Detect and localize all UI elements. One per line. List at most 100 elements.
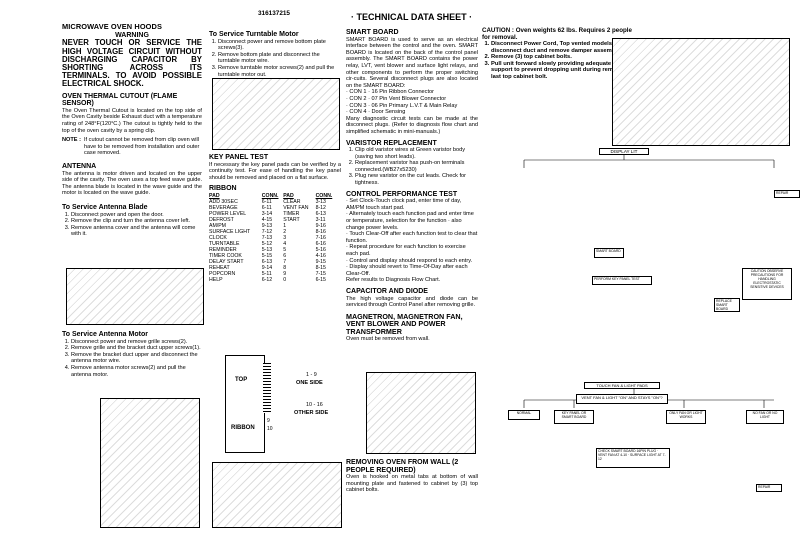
blade-step: Disconnect power and open the door. (71, 212, 202, 219)
table-row: TURNTABLE 5-12 4 6-16 (209, 241, 337, 247)
section-title-hoods: MICROWAVE OVEN HOODS (62, 22, 163, 31)
column-2: To Service Turntable Motor Disconnect po… (209, 27, 341, 78)
flow-perform-key: PERFORM KEY PANEL TEST (592, 276, 652, 285)
flow-repair: REPAIR (774, 190, 800, 198)
table-cell: 1 (283, 222, 287, 229)
column-1-lower: To Service Antenna Motor Disconnect powe… (62, 327, 202, 378)
varistor-steps: Clip old varistor wires at Green varisto… (346, 147, 478, 187)
table-cell: 9-14 (261, 264, 273, 271)
flow-replace-smart: REPLACE SMART BOARD (714, 298, 740, 312)
other-side-label: OTHER SIDE (294, 410, 329, 416)
ribbon-label: RIBBON (231, 425, 255, 431)
column-2-keypad: KEY PANEL TEST If necessary the key pane… (209, 150, 341, 283)
keypad-text: If necessary the key panel pads can be v… (209, 161, 341, 181)
turntable-motor-illustration (212, 78, 340, 150)
table-cell: POWER LEVEL (209, 210, 247, 217)
antenna-blade-illustration (66, 268, 204, 325)
table-cell: 6-13 (261, 258, 273, 265)
table-cell: 5-15 (261, 252, 273, 259)
varistor-step: Replacement varistor has push-on termina… (355, 160, 478, 173)
page-title: · TECHNICAL DATA SHEET · (351, 12, 473, 22)
keypad-title: KEY PANEL TEST (209, 154, 269, 161)
varistor-step: Plug new varistor on the cut leads. Chec… (355, 173, 478, 186)
table-cell: 4 (283, 240, 287, 247)
caution-text: Oven weights 62 lbs. Requires 2 people f… (482, 27, 632, 41)
ribbon-connector-diagram: TOP RIBBON 9 10 (225, 355, 295, 453)
ribbon-title: RIBBON (209, 185, 237, 193)
table-header-row: PAD CONN. PAD CONN. (209, 193, 337, 199)
col-header: CONN. (261, 192, 279, 199)
flow-no-fan: NO FAN OR NO LIGHT (746, 410, 784, 424)
smart-title: SMART BOARD (346, 29, 399, 36)
note-label: NOTE : (62, 137, 81, 144)
table-cell: 7-12 (261, 228, 273, 235)
antenna-title: ANTENNA (62, 162, 97, 170)
table-cell: HELP (209, 276, 223, 283)
pin-ten-label: 10 (267, 426, 273, 432)
table-cell: 6-16 (315, 240, 326, 247)
varistor-title: VARISTOR REPLACEMENT (346, 139, 437, 147)
motor-step: Remove antenna motor screws(2) and pull … (71, 365, 202, 378)
control-list: · Set Clock-Touch clock pad, enter time … (346, 198, 478, 284)
note-text: If cutout cannot be removed from clip ov… (84, 137, 200, 157)
ribbon-outline (225, 355, 265, 453)
control-item: · Set Clock-Touch clock pad, enter time … (346, 198, 462, 211)
table-cell: CLEAR (283, 198, 301, 205)
table-cell: 5-12 (261, 240, 273, 247)
smart-text: SMART BOARD is used to serve as an elect… (346, 36, 478, 89)
table-cell: 6-12 (261, 276, 273, 283)
table-cell: TURNTABLE (209, 240, 240, 247)
col-header: CONN. (315, 192, 333, 199)
table-cell: VENT FAN (283, 204, 309, 211)
table-cell: 7-15 (315, 270, 326, 277)
ribbon-top-label: TOP (235, 377, 248, 383)
connector-item: · CON 2 · 07 Pin Vent Blower Connector (346, 95, 447, 102)
cutout-title: OVEN THERMAL CUTOUT (FLAME SENSOR) (62, 92, 178, 108)
table-cell: 9-15 (315, 258, 326, 265)
col-header: PAD (209, 192, 220, 199)
smart-text-2: Many diagnostic circuit tests can be mad… (346, 115, 478, 135)
table-cell: 5 (283, 246, 287, 253)
capacitor-text: The high voltage capacitor and diode can… (346, 295, 478, 309)
diagnosis-flow-chart: DISPLAY LIT CAUTION OBSERVE PRECAUTIONS … (484, 148, 804, 536)
flow-caution-box: CAUTION OBSERVE PRECAUTIONS FOR HANDLING… (742, 268, 792, 300)
ribbon-pins (263, 363, 271, 413)
warning-text: NEVER TOUCH OR SERVICE THE HIGH VOLTAGE … (62, 38, 202, 89)
caution-label: CAUTION : (482, 27, 514, 34)
warning-label: WARNING (115, 31, 149, 39)
table-cell: TIMER (283, 210, 300, 217)
table-cell: 6-11 (261, 198, 272, 205)
table-cell: 7-13 (261, 234, 273, 241)
table-cell: START (283, 216, 300, 223)
flow-smart-board: SMART BOARD (594, 248, 624, 258)
control-item: · Alternately touch each function pad an… (346, 211, 474, 231)
table-cell: 6 (283, 252, 287, 259)
table-cell: 3-14 (261, 210, 273, 217)
turntable-step: Disconnect power and remove bottom plate… (218, 39, 341, 52)
caution-step: Disconnect Power Cord, Top vented models… (491, 41, 632, 54)
flow-key-panel: KEY PANEL OR SMART BOARD (554, 410, 594, 424)
antenna-motor-illustration (100, 398, 200, 528)
table-cell: 8 (283, 264, 287, 271)
cutout-text: The Oven Thermal Cutout is located on th… (62, 107, 202, 134)
blade-step: Remove antenna cover and the antenna wil… (71, 225, 202, 238)
table-cell: SURFACE LIGHT (209, 228, 251, 235)
turntable-title: To Service Turntable Motor (209, 31, 299, 38)
table-cell: 4-16 (315, 252, 326, 259)
connector-item: · CON 1 · 16 Pin Ribbon Connector (346, 89, 434, 96)
flow-repair-bottom: REPAIR (756, 484, 782, 492)
table-cell: 9-13 (261, 222, 273, 229)
pin-nine-label: 9 (267, 418, 270, 424)
table-cell: AM/PM (209, 222, 227, 229)
